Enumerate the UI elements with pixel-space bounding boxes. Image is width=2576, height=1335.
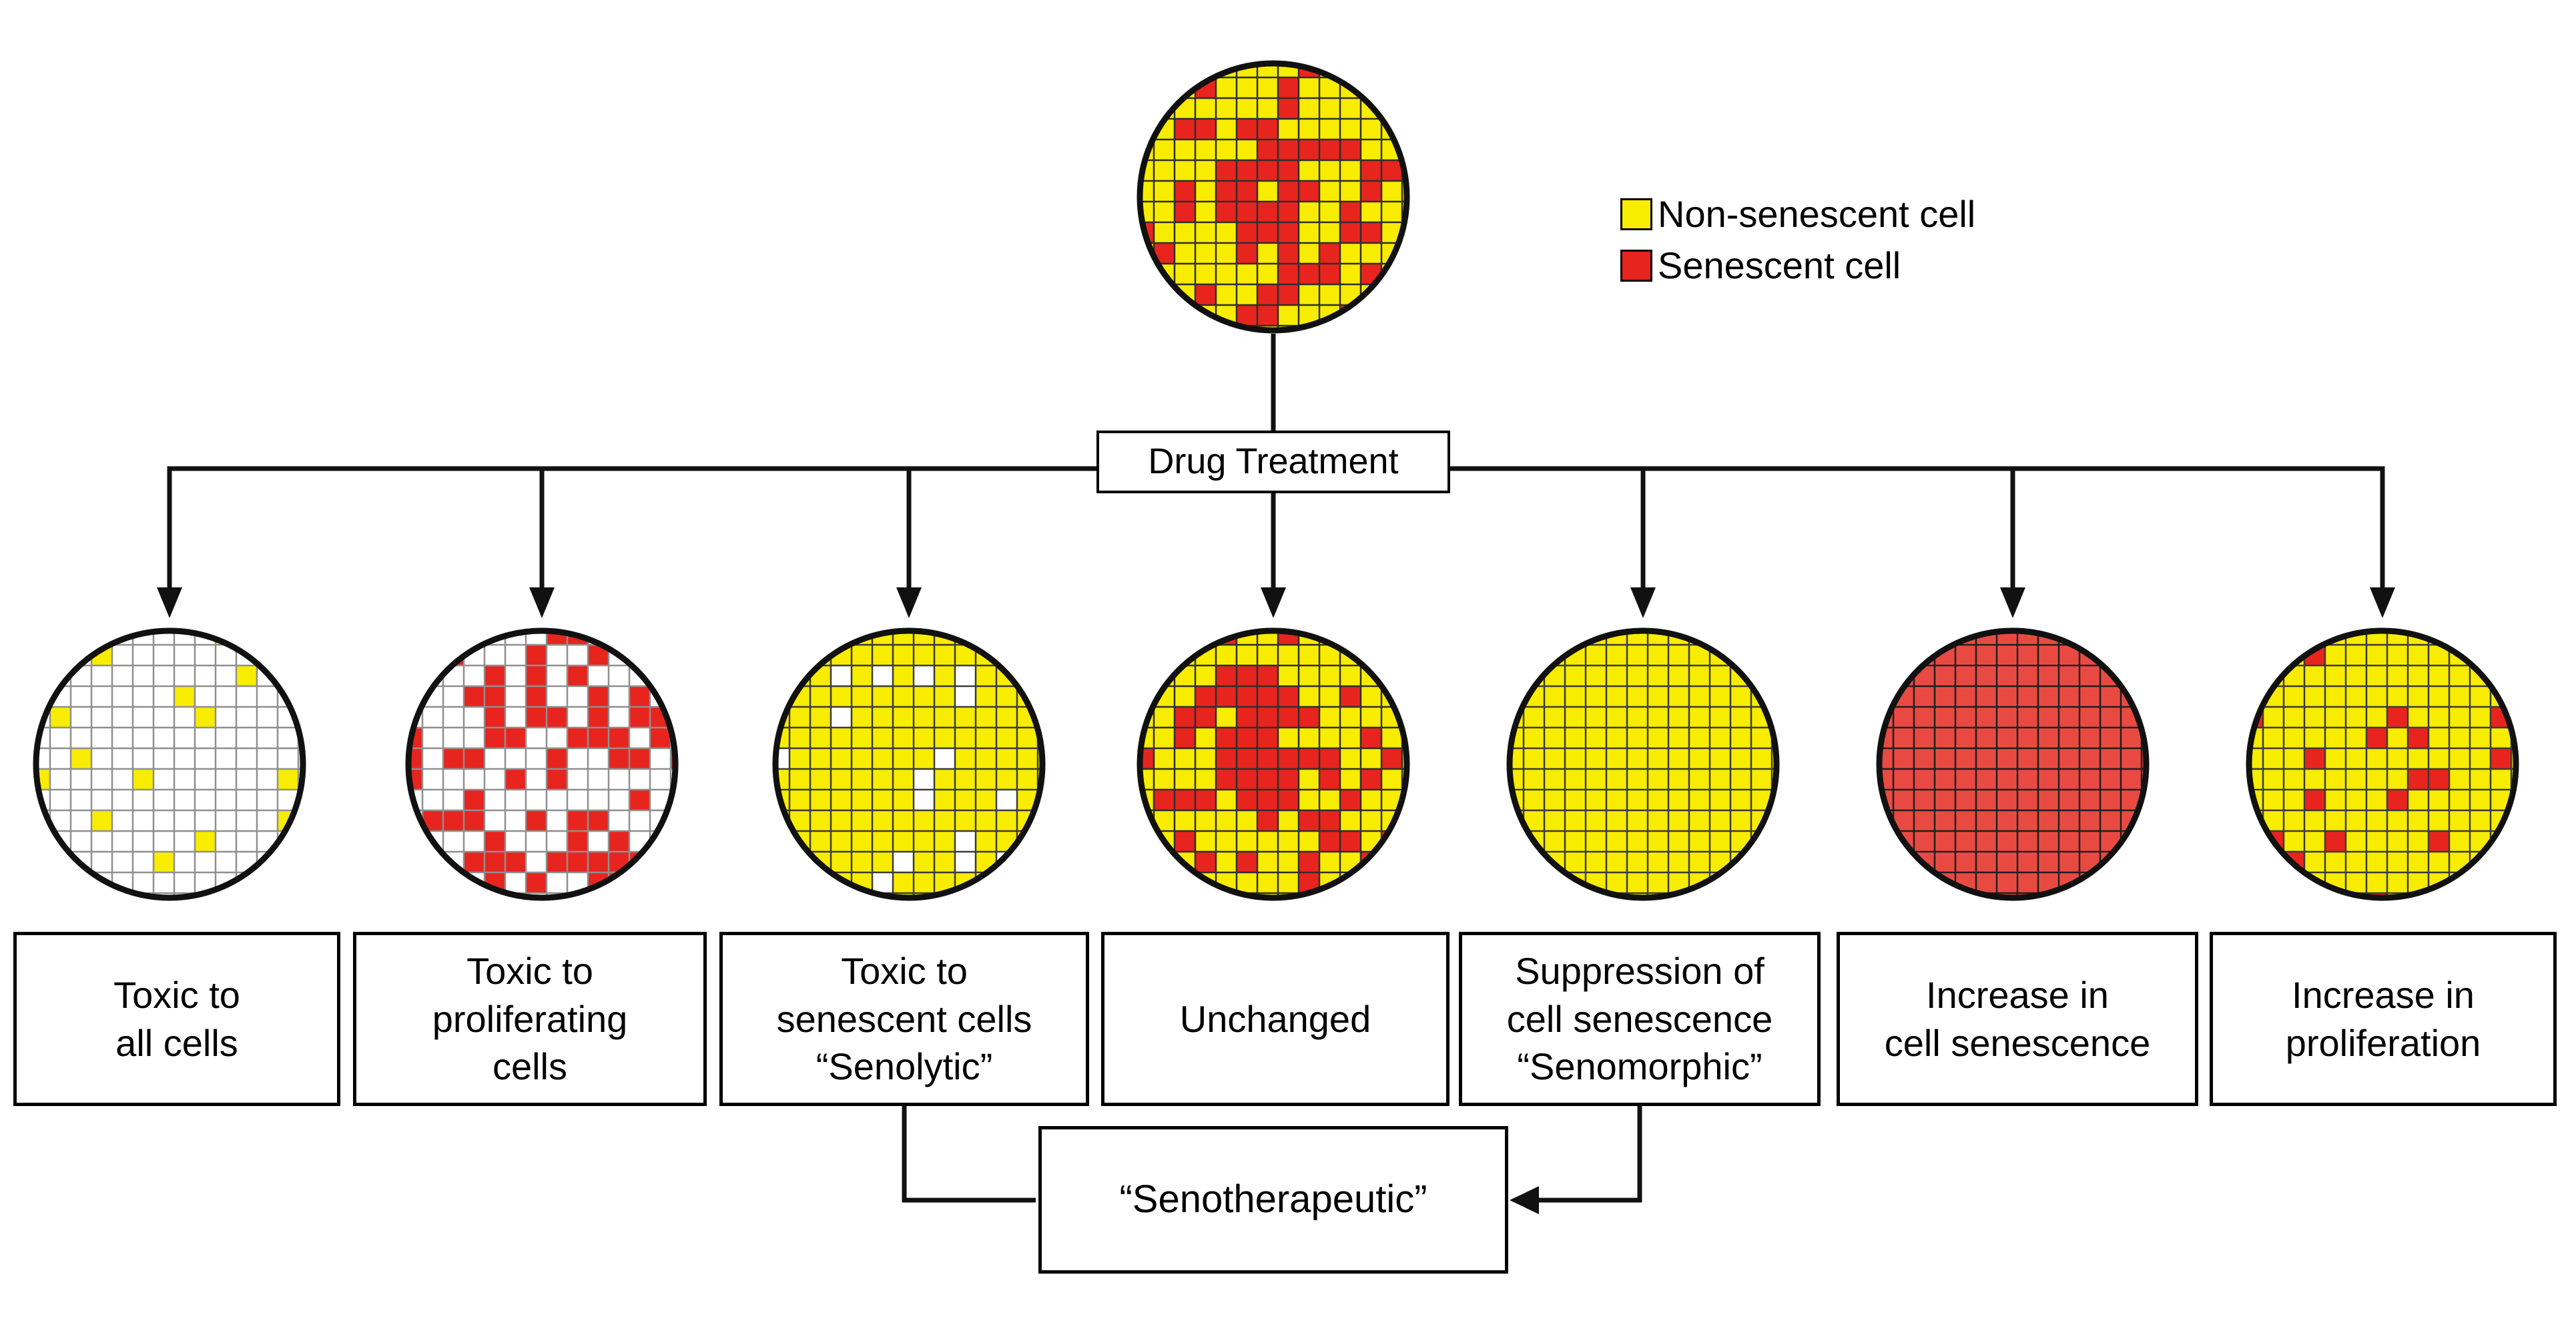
- petri-dish-senomorphic: [1503, 624, 1783, 904]
- petri-dish-unchanged: [1133, 624, 1413, 904]
- outcome-box-senolytic: Toxic to senescent cells “Senolytic”: [719, 932, 1089, 1106]
- outcome-box-senomorphic: Suppression of cell senescence “Senomorp…: [1459, 932, 1821, 1106]
- legend-item-senescent: Senescent cell: [1620, 244, 1975, 287]
- senotherapeutic-box: “Senotherapeutic”: [1038, 1126, 1508, 1274]
- petri-dish-toxic-all: [29, 624, 310, 904]
- legend-label-senescent: Senescent cell: [1658, 244, 1901, 286]
- arrowhead-into-senotherapeutic: [1510, 1186, 1539, 1214]
- outcome-box-toxic-proliferating: Toxic to proliferating cells: [353, 932, 707, 1106]
- petri-dish-original: [1133, 57, 1413, 337]
- outcome-box-toxic-all: Toxic to all cells: [13, 932, 340, 1106]
- drug-treatment-box: Drug Treatment: [1096, 431, 1450, 493]
- petri-dish-increase-senescence: [1873, 624, 2153, 904]
- non-senescent-color-swatch: [1620, 198, 1652, 230]
- outcome-box-increase-proliferation: Increase in proliferation: [2210, 932, 2557, 1106]
- petri-dish-toxic-proliferating: [402, 624, 682, 904]
- petri-dish-senolytic: [769, 624, 1049, 904]
- petri-dish-original-grid: [1137, 60, 1410, 334]
- legend-label-non-senescent: Non-senescent cell: [1658, 193, 1976, 235]
- petri-dish-increase-proliferation: [2242, 624, 2523, 904]
- senescent-color-swatch: [1620, 249, 1652, 282]
- cell-legend: Non-senescent cell Senescent cell: [1620, 192, 1975, 287]
- connector-senolytic: [902, 1105, 1036, 1203]
- outcome-box-increase-senescence: Increase in cell senescence: [1837, 932, 2198, 1106]
- legend-item-non-senescent: Non-senescent cell: [1620, 192, 1975, 236]
- outcome-box-unchanged: Unchanged: [1101, 932, 1450, 1106]
- connector-senomorphic: [1535, 1105, 1642, 1203]
